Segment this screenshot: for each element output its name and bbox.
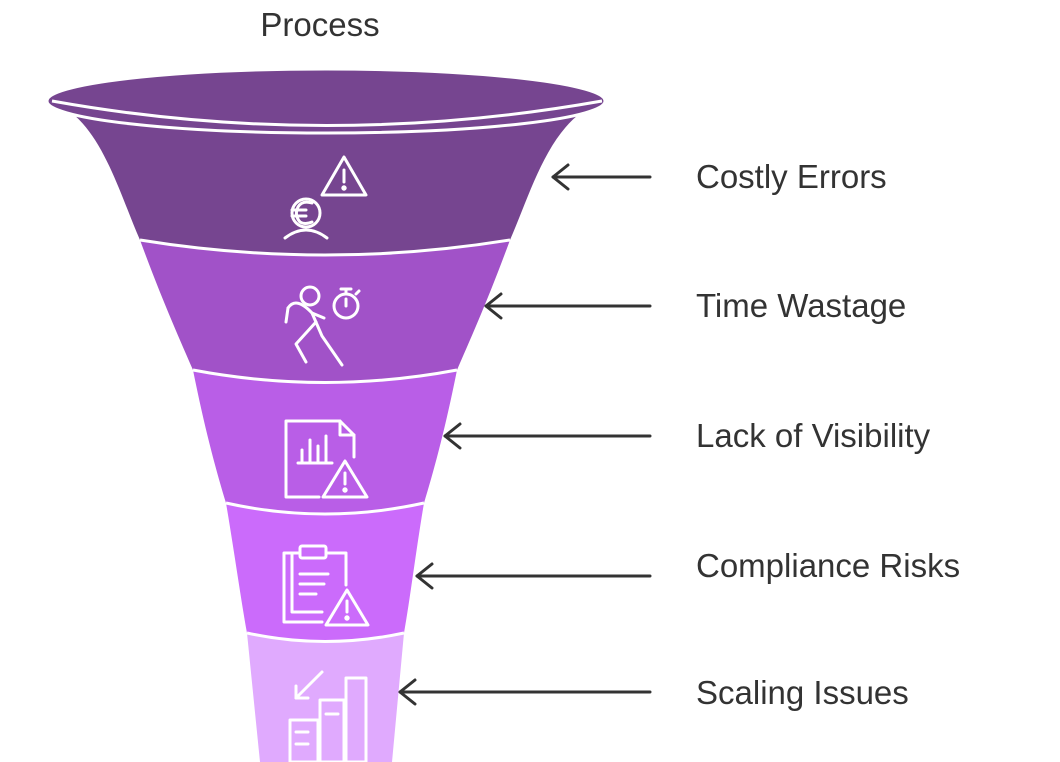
diagram-title: Process — [260, 6, 380, 43]
funnel-top-rim — [45, 67, 607, 135]
arrows — [398, 163, 652, 706]
clipboard-warning-icon — [282, 544, 370, 627]
stage-label-lack-of-visibility: Lack of Visibility — [696, 417, 931, 454]
euro-person-warning-icon — [283, 155, 368, 240]
arrow-scaling-issues — [398, 678, 652, 706]
arrow-compliance-risks — [415, 562, 652, 590]
document-chart-warning-icon — [284, 419, 369, 499]
funnel-segment-costly-errors — [52, 101, 602, 255]
running-person-stopwatch-icon — [284, 285, 361, 367]
funnel-segment-scaling-issues — [247, 633, 404, 762]
stage-label-scaling-issues: Scaling Issues — [696, 674, 909, 711]
stage-label-costly-errors: Costly Errors — [696, 158, 887, 195]
building-chart-down-icon — [288, 670, 368, 762]
arrow-costly-errors — [551, 163, 652, 191]
arrow-time-wastage — [484, 292, 652, 320]
funnel-segment-compliance-risks — [226, 503, 424, 642]
arrow-lack-of-visibility — [443, 422, 652, 450]
stage-label-time-wastage: Time Wastage — [696, 287, 907, 324]
funnel-segment-time-wastage — [140, 240, 510, 383]
stage-label-compliance-risks: Compliance Risks — [696, 547, 961, 584]
